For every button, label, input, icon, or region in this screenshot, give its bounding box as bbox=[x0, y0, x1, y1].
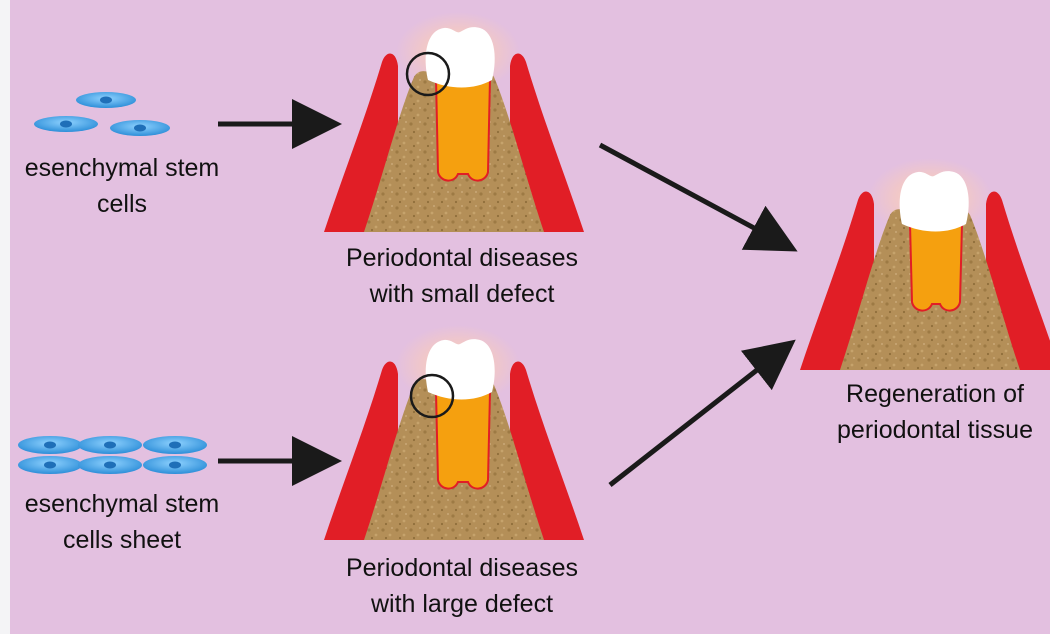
label-large-defect-line1: Periodontal diseases bbox=[292, 550, 632, 586]
label-stem-cells-sheet: esenchymal stem cells sheet bbox=[10, 486, 252, 558]
label-regeneration-line1: Regeneration of bbox=[810, 376, 1050, 412]
label-stem-cells: esenchymal stem cells bbox=[10, 150, 252, 222]
label-regeneration: Regeneration of periodontal tissue bbox=[810, 376, 1050, 448]
arrow-large-to-regeneration bbox=[610, 352, 780, 485]
label-small-defect: Periodontal diseases with small defect bbox=[292, 240, 632, 312]
mesenchymal-cells-icon bbox=[34, 92, 170, 136]
label-stem-cells-sheet-line2: cells sheet bbox=[10, 522, 252, 558]
label-stem-cells-sheet-line1: esenchymal stem bbox=[10, 486, 252, 522]
tooth-small-defect-icon bbox=[324, 12, 584, 232]
cell-sheet-icon bbox=[18, 436, 207, 474]
label-large-defect-line2: with large defect bbox=[292, 586, 632, 622]
label-small-defect-line1: Periodontal diseases bbox=[292, 240, 632, 276]
label-large-defect: Periodontal diseases with large defect bbox=[292, 550, 632, 622]
tooth-large-defect-icon bbox=[324, 325, 584, 540]
label-small-defect-line2: with small defect bbox=[292, 276, 632, 312]
label-stem-cells-line1: esenchymal stem bbox=[10, 150, 252, 186]
label-stem-cells-line2: cells bbox=[10, 186, 252, 222]
diagram-panel: esenchymal stem cells esenchymal stem ce… bbox=[10, 0, 1050, 634]
tooth-regenerated-icon bbox=[800, 158, 1050, 370]
label-regeneration-line2: periodontal tissue bbox=[810, 412, 1050, 448]
arrow-small-to-regeneration bbox=[600, 145, 780, 242]
